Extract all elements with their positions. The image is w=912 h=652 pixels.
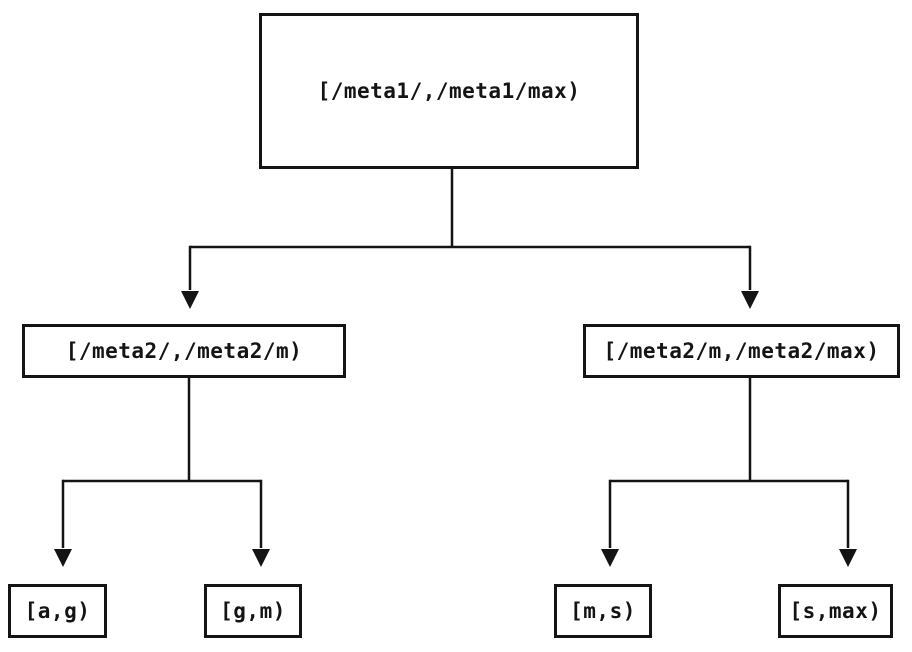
arrow-down-icon bbox=[252, 549, 270, 567]
tree-node-leaf-ag: [a,g) bbox=[8, 584, 107, 638]
arrow-down-icon bbox=[181, 291, 199, 309]
connector-left-child-to-leaves bbox=[54, 378, 270, 567]
tree-node-leaf-ms: [m,s) bbox=[554, 584, 652, 638]
tree-node-leaf-gm: [g,m) bbox=[204, 584, 302, 638]
arrow-down-icon bbox=[741, 291, 759, 309]
connector-root-to-children bbox=[181, 169, 759, 309]
arrow-down-icon bbox=[839, 549, 857, 567]
arrow-down-icon bbox=[601, 549, 619, 567]
tree-node-left-child: [/meta2/,/meta2/m) bbox=[22, 324, 346, 378]
arrow-down-icon bbox=[54, 549, 72, 567]
connector-right-child-to-leaves bbox=[601, 378, 857, 567]
tree-node-right-child: [/meta2/m,/meta2/max) bbox=[583, 324, 900, 378]
tree-node-root: [/meta1/,/meta1/max) bbox=[259, 13, 639, 169]
tree-node-leaf-smax: [s,max) bbox=[778, 584, 893, 638]
